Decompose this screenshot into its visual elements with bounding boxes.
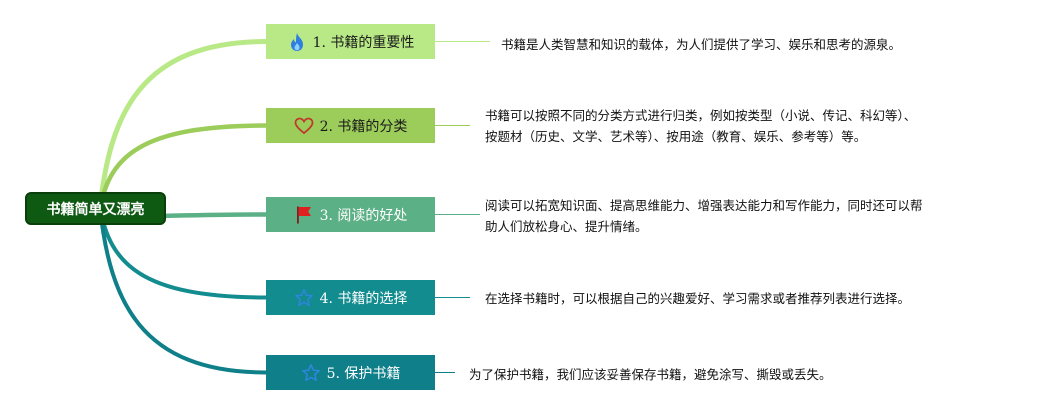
- branch-connector: [98, 206, 268, 375]
- description-book-protection: 为了保护书籍，我们应该妥善保存书籍，避免涂写、撕毁或丢失。: [469, 364, 832, 385]
- description-line: 在选择书籍时，可以根据自己的兴趣爱好、学习需求或者推荐列表进行选择。: [485, 291, 911, 306]
- heart-icon: [294, 116, 314, 136]
- description-importance: 书籍是人类智慧和知识的载体，为人们提供了学习、娱乐和思考的源泉。: [501, 34, 901, 55]
- branch-node-book-protection[interactable]: 5. 保护书籍: [266, 355, 435, 390]
- branch-label: 1. 书籍的重要性: [312, 34, 415, 51]
- flag-icon: [294, 205, 314, 225]
- description-line: 书籍可以按照不同的分类方式进行归类，例如按类型（小说、传记、科幻等）、: [485, 108, 917, 123]
- description-line: 助人们放松身心、提升情绪。: [485, 219, 648, 234]
- branch-connector: [98, 206, 268, 300]
- description-line: 阅读可以拓宽知识面、提高思维能力、增强表达能力和写作能力，同时还可以帮: [485, 198, 923, 213]
- description-book-selection: 在选择书籍时，可以根据自己的兴趣爱好、学习需求或者推荐列表进行选择。: [485, 288, 910, 309]
- flame-icon: [287, 32, 307, 52]
- branch-node-categories[interactable]: 2. 书籍的分类: [266, 108, 435, 143]
- branch-label: 5. 保护书籍: [326, 365, 401, 382]
- star-icon: [301, 363, 321, 383]
- branch-connector: [97, 39, 269, 211]
- description-categories: 书籍可以按照不同的分类方式进行归类，例如按类型（小说、传记、科幻等）、 按题材（…: [485, 105, 916, 147]
- description-line: 为了保护书籍，我们应该妥善保存书籍，避免涂写、撕毁或丢失。: [469, 367, 832, 382]
- branch-label: 3. 阅读的好处: [319, 207, 408, 224]
- branch-label: 2. 书籍的分类: [319, 118, 408, 135]
- description-reading-benefits: 阅读可以拓宽知识面、提高思维能力、增强表达能力和写作能力，同时还可以帮 助人们放…: [485, 195, 923, 237]
- root-label: 书籍简单又漂亮: [46, 201, 145, 218]
- star-icon: [294, 288, 314, 308]
- root-node[interactable]: 书籍简单又漂亮: [25, 192, 166, 225]
- branch-node-book-selection[interactable]: 4. 书籍的选择: [266, 280, 435, 315]
- description-line: 按题材（历史、文学、艺术等）、按用途（教育、娱乐、参考等）等。: [485, 129, 867, 144]
- branch-connector: [97, 123, 269, 211]
- branch-node-importance[interactable]: 1. 书籍的重要性: [266, 24, 435, 59]
- description-line: 书籍是人类智慧和知识的载体，为人们提供了学习、娱乐和思考的源泉。: [501, 37, 902, 52]
- branch-node-reading-benefits[interactable]: 3. 阅读的好处: [266, 197, 435, 232]
- branch-label: 4. 书籍的选择: [319, 290, 408, 307]
